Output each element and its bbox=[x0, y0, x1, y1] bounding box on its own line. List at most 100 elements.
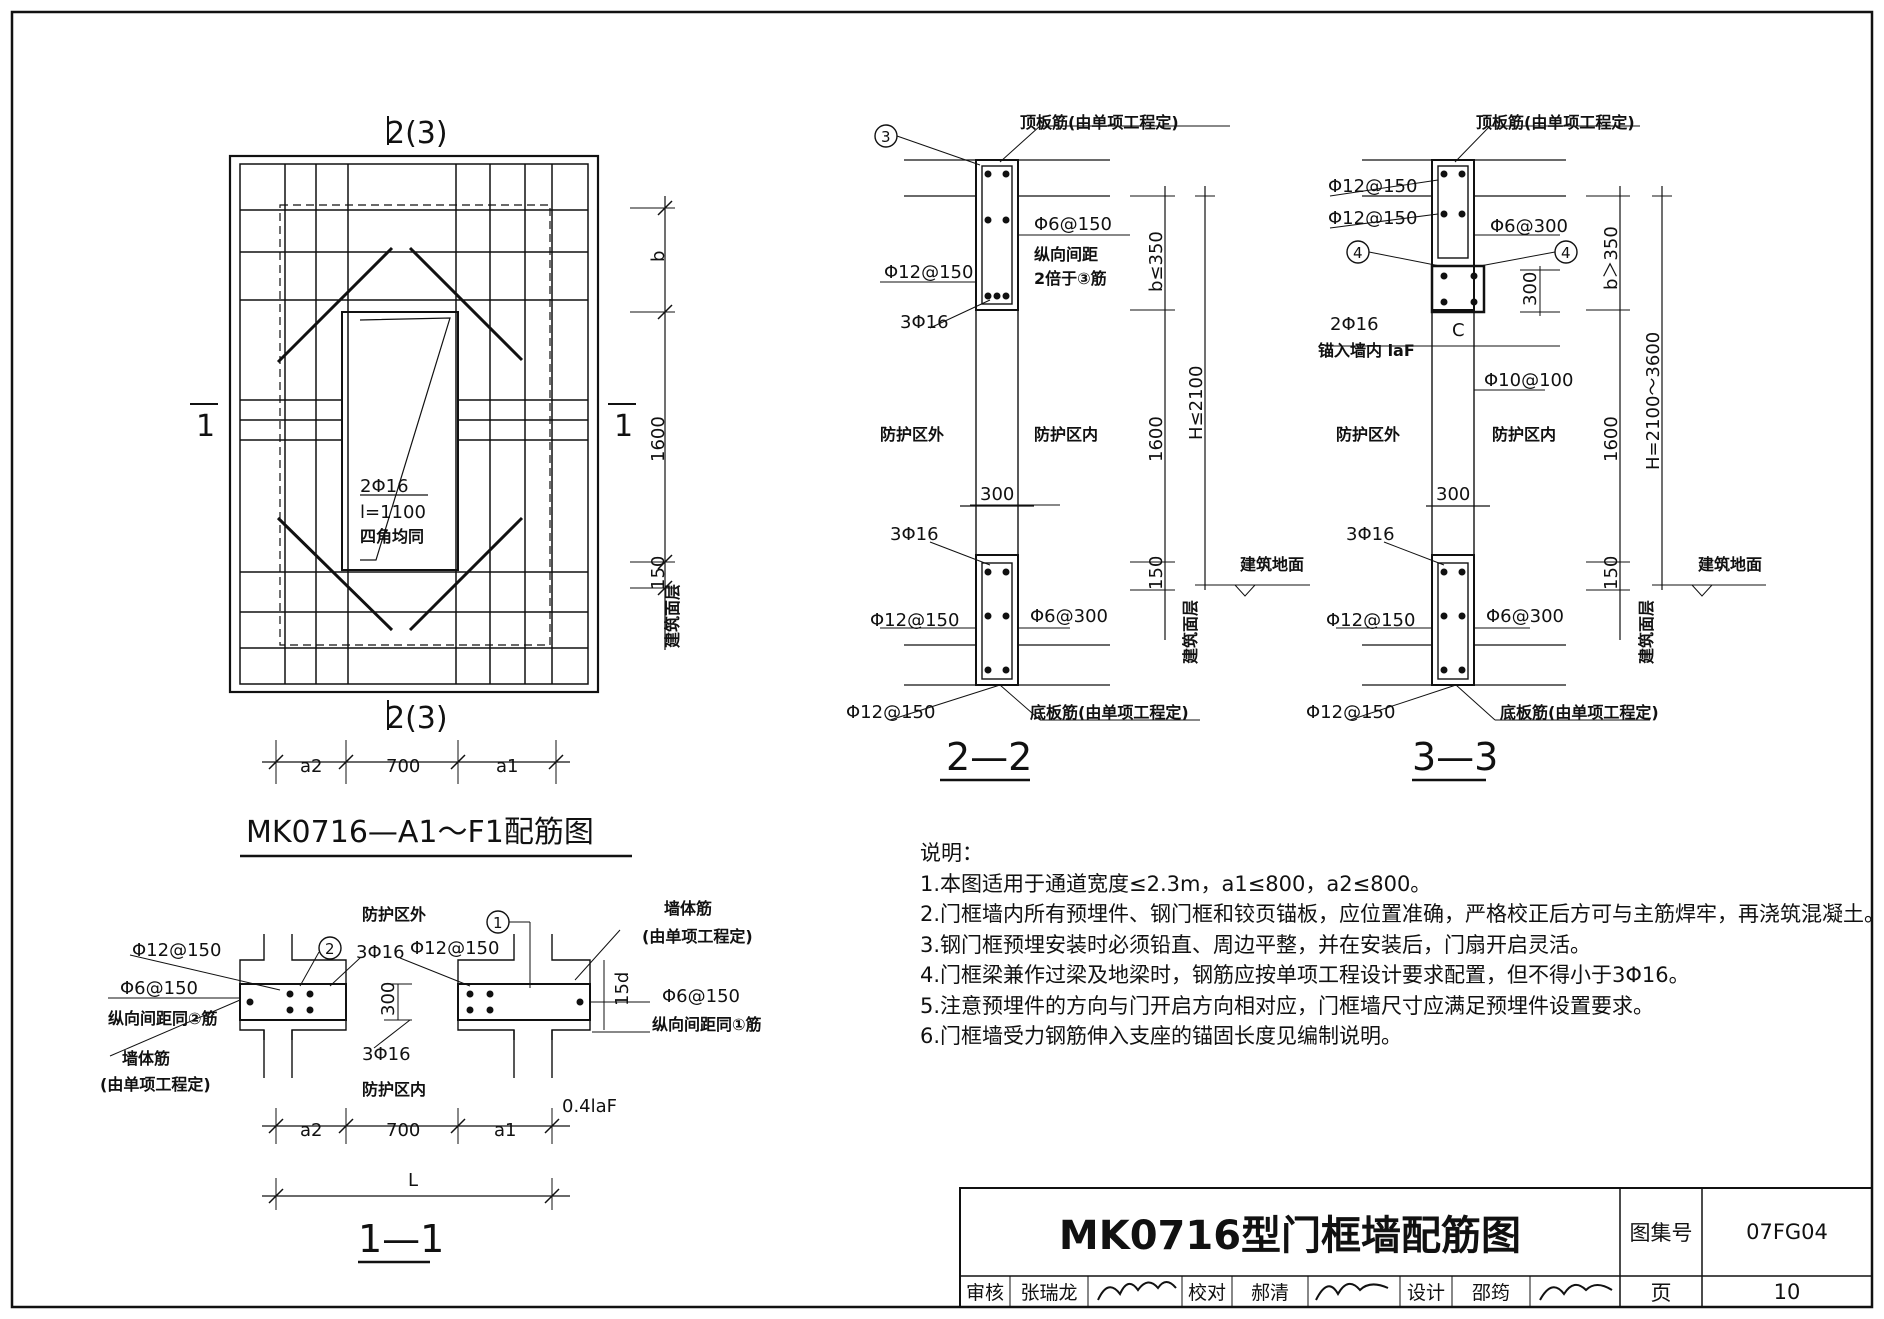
dim-150-33: 150 bbox=[1601, 556, 1622, 590]
note-3: 3.钢门框预埋安装时必须铅直、周边平整，并在安装后，门扇开启灵活。 bbox=[920, 932, 1592, 957]
floor-label-22: 建筑面层 bbox=[1181, 600, 1200, 664]
label-phi12-150-c: Φ12@150 bbox=[846, 702, 935, 723]
section-11-title: 1—1 bbox=[358, 1217, 444, 1261]
section-22-labels: 3 顶板筋(由单项工程定) Φ6@150 纵向间距 2倍于③筋 Φ12@150 … bbox=[846, 113, 1304, 779]
label-inside: 防护区内 bbox=[1034, 425, 1098, 444]
label-bot-3phi16-33: 3Φ16 bbox=[1346, 524, 1395, 545]
dim-a1: a1 bbox=[496, 756, 518, 777]
label-outside: 防护区外 bbox=[880, 425, 944, 444]
design-label: 设计 bbox=[1406, 1282, 1445, 1304]
elevation-title: MK0716—A1～F1配筋图 bbox=[246, 815, 594, 850]
label-inside-11: 防护区内 bbox=[362, 1080, 426, 1099]
dim-H-22: H≤2100 bbox=[1186, 366, 1207, 440]
notes-heading: 说明： bbox=[920, 841, 983, 865]
label-phi6-300: Φ6@300 bbox=[1030, 606, 1108, 627]
dim-a2-11: a2 bbox=[300, 1120, 322, 1141]
label-c-33: C bbox=[1452, 320, 1465, 341]
bottom-slab-label: 底板筋(由单项工程定) bbox=[1030, 703, 1189, 722]
label-laf-11: 0.4laF bbox=[562, 1096, 617, 1117]
note-4: 4.门框梁兼作过梁及地梁时，钢筋应按单项工程设计要求配置，但不得小于3Φ16。 bbox=[920, 963, 1690, 987]
label-note-r: 纵向间距同①筋 bbox=[652, 1015, 762, 1034]
elevation-labels: 2(3) 2(3) 1 1 2Φ16 l=1100 四角均同 b 1600 15… bbox=[196, 116, 682, 850]
bottom-slab-label-33: 底板筋(由单项工程定) bbox=[1500, 703, 1659, 722]
atlas-number: 07FG04 bbox=[1746, 1220, 1828, 1244]
label-phi6-150: Φ6@150 bbox=[1034, 214, 1112, 235]
label-h300-11: 300 bbox=[378, 982, 399, 1016]
title-block-frame bbox=[959, 1187, 1873, 1308]
section-22-lines bbox=[874, 124, 1310, 782]
label-phi12-150-a: Φ12@150 bbox=[884, 262, 973, 283]
dim-H-33: H=2100～3600 bbox=[1643, 332, 1664, 470]
label-note-l: 纵向间距同②筋 bbox=[108, 1009, 218, 1028]
section-mark-top: 2(3) bbox=[386, 116, 448, 151]
note-1: 1.本图适用于通道宽度≤2.3m，a1≤800，a2≤800。 bbox=[920, 871, 1432, 896]
rebar-note-3: 四角均同 bbox=[360, 527, 424, 546]
note-6: 6.门框墙受力钢筋伸入支座的锚固长度见编制说明。 bbox=[920, 1024, 1403, 1048]
section-33-lines bbox=[1325, 125, 1766, 782]
atlas-label: 图集号 bbox=[1629, 1221, 1693, 1245]
top-slab-label: 顶板筋(由单项工程定) bbox=[1020, 113, 1179, 132]
top-slab-label-33: 顶板筋(由单项工程定) bbox=[1476, 113, 1635, 132]
label-outside-33: 防护区外 bbox=[1336, 425, 1400, 444]
marker-4-left: 4 bbox=[1353, 244, 1363, 262]
label-phi12-150-d-33: Φ12@150 bbox=[1306, 702, 1395, 723]
dim-a1-11: a1 bbox=[494, 1120, 516, 1141]
marker-4-right: 4 bbox=[1561, 244, 1571, 262]
floor-label: 建筑面层 bbox=[663, 584, 682, 648]
section-33-labels: 4 4 顶板筋(由单项工程定) Φ12@150 Φ12@150 Φ6@300 3… bbox=[1306, 113, 1762, 779]
dim-700-11: 700 bbox=[386, 1120, 420, 1141]
ground-label-33: 建筑地面 bbox=[1698, 555, 1762, 574]
label-15d: 15d bbox=[612, 972, 633, 1006]
label-wall-l: 墙体筋 bbox=[122, 1049, 170, 1068]
label-phi12-150-11: Φ12@150 bbox=[132, 940, 221, 961]
reviewer-name: 张瑞龙 bbox=[1020, 1282, 1078, 1304]
section-mark-bottom: 2(3) bbox=[386, 701, 448, 736]
dim-1600: 1600 bbox=[648, 416, 669, 462]
label-phi12-150-a-33: Φ12@150 bbox=[1328, 176, 1417, 197]
dim-b-gt350: b＞350 bbox=[1601, 226, 1622, 290]
label-bot-3phi16-11: 3Φ16 bbox=[362, 1044, 411, 1065]
dim-1600-22: 1600 bbox=[1146, 416, 1167, 462]
section-22-title: 2—2 bbox=[946, 735, 1032, 779]
checker-name: 郝清 bbox=[1250, 1282, 1289, 1304]
section-33-title: 3—3 bbox=[1412, 735, 1498, 779]
label-phi6-150-r: Φ6@150 bbox=[662, 986, 740, 1007]
marker-1: 1 bbox=[493, 914, 503, 932]
dim-150-22: 150 bbox=[1146, 556, 1167, 590]
label-phi6-150-l: Φ6@150 bbox=[120, 978, 198, 999]
label-wall-note-r: (由单项工程定) bbox=[642, 927, 753, 946]
section-mark-left: 1 bbox=[196, 409, 215, 444]
page-label: 页 bbox=[1650, 1280, 1672, 1305]
check-label: 校对 bbox=[1187, 1282, 1226, 1304]
marker-3: 3 bbox=[881, 128, 891, 146]
notes-block: 说明： 1.本图适用于通道宽度≤2.3m，a1≤800，a2≤800。 2.门框… bbox=[920, 838, 1884, 1052]
label-phi12-150-b-11: Φ12@150 bbox=[410, 938, 499, 959]
label-phi10-33: Φ10@100 bbox=[1484, 370, 1573, 391]
label-phi6-300-33: Φ6@300 bbox=[1486, 606, 1564, 627]
label-top-3phi16-11: 3Φ16 bbox=[356, 942, 405, 963]
elevation-view bbox=[190, 116, 675, 858]
label-w300: 300 bbox=[980, 484, 1014, 505]
rebar-note-2: l=1100 bbox=[360, 502, 426, 523]
label-phi6-300-top-33: Φ6@300 bbox=[1490, 216, 1568, 237]
page-number: 10 bbox=[1773, 1279, 1801, 1304]
label-outside-11: 防护区外 bbox=[362, 905, 426, 924]
label-top-3phi16: 3Φ16 bbox=[900, 312, 949, 333]
ground-label-22: 建筑地面 bbox=[1240, 555, 1304, 574]
designer-name: 邵筠 bbox=[1471, 1282, 1510, 1304]
label-w300-33: 300 bbox=[1436, 484, 1470, 505]
dim-b-350: b≤350 bbox=[1146, 231, 1167, 292]
rebar-note-1: 2Φ16 bbox=[360, 476, 409, 497]
dim-a2: a2 bbox=[300, 756, 322, 777]
sheet-border bbox=[10, 10, 1874, 1309]
label-note2: 2倍于③筋 bbox=[1034, 269, 1107, 288]
review-label: 审核 bbox=[965, 1282, 1004, 1304]
label-anchor-33: 锚入墙内 laF bbox=[1318, 341, 1415, 360]
section-mark-right: 1 bbox=[614, 409, 633, 444]
note-5: 5.注意预埋件的方向与门开启方向相对应，门框墙尺寸应满足预埋件设置要求。 bbox=[920, 993, 1655, 1018]
note-2: 2.门框墙内所有预埋件、钢门框和铰页锚板，应位置准确，严格校正后方可与主筋焊牢，… bbox=[920, 902, 1884, 926]
label-phi12-150-b-33: Φ12@150 bbox=[1328, 208, 1417, 229]
label-phi16-33: 2Φ16 bbox=[1330, 314, 1379, 335]
marker-2: 2 bbox=[325, 940, 335, 958]
